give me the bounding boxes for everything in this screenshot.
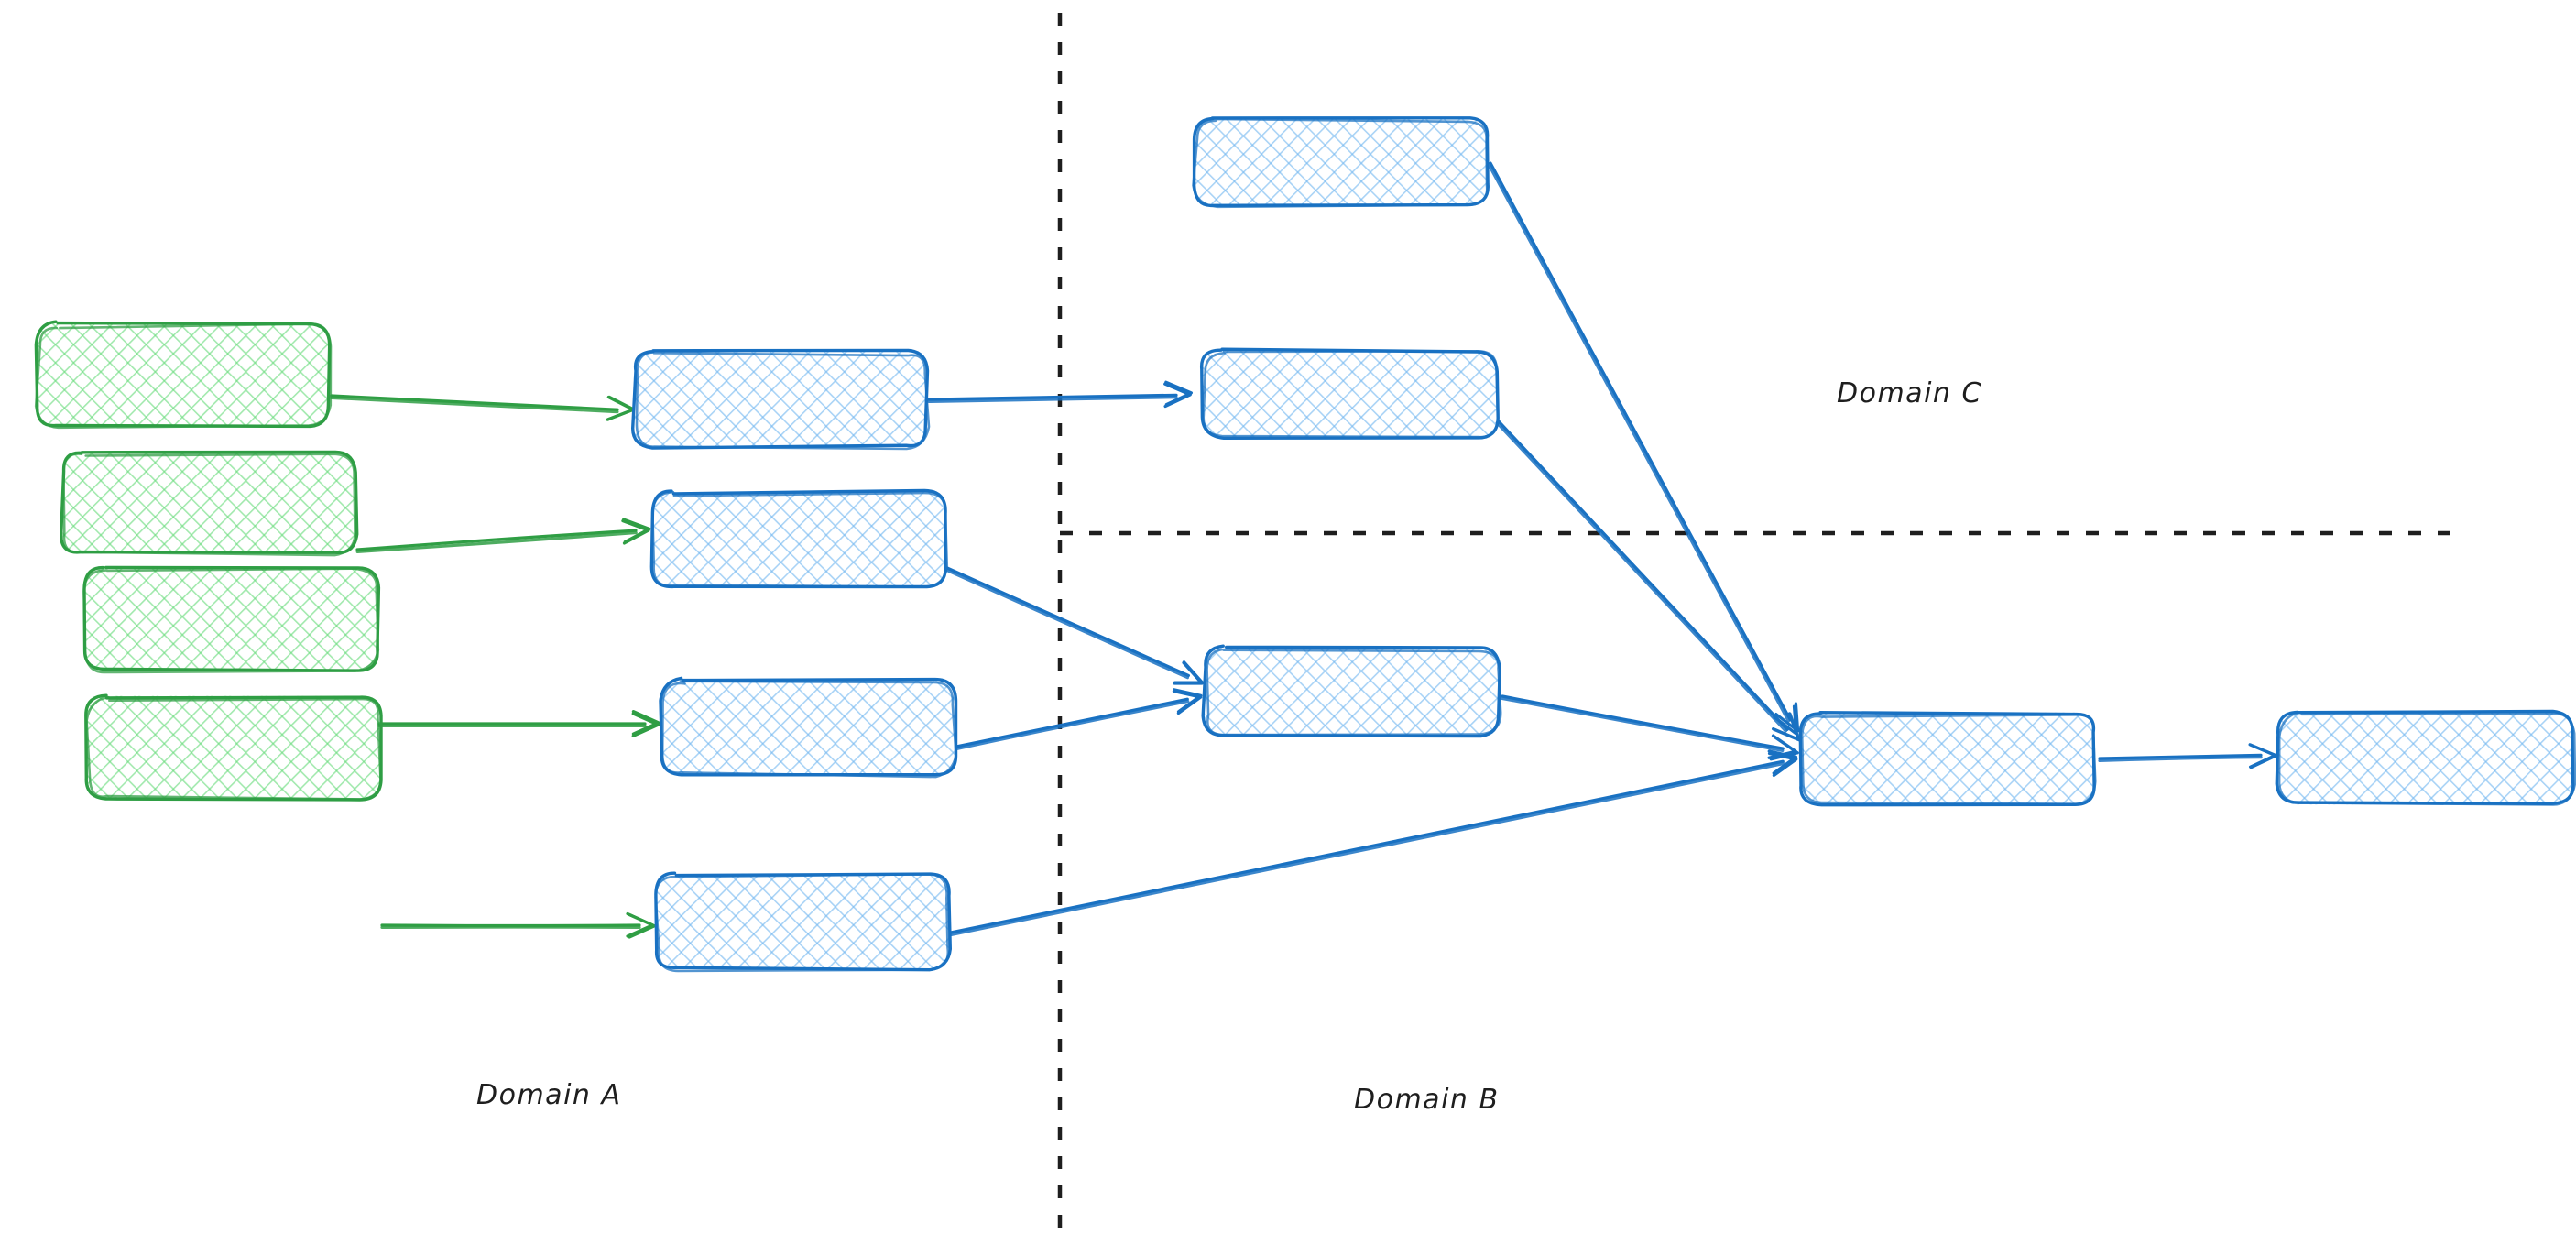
nodes-layer <box>34 116 2576 973</box>
node-c1[interactable] <box>1192 116 1490 209</box>
edge-a4-to-b4 <box>380 911 657 939</box>
node-d2[interactable] <box>2275 709 2576 806</box>
edge-c2-to-d1 <box>1495 420 1801 742</box>
node-b4[interactable] <box>654 871 952 973</box>
node-b3[interactable] <box>659 676 958 779</box>
node-a1[interactable] <box>34 320 333 430</box>
node-a2[interactable] <box>59 450 359 557</box>
edge-d1-to-d2 <box>2098 743 2278 769</box>
edge-a1-to-b1 <box>330 394 636 421</box>
edges-layer <box>330 161 2278 939</box>
node-c2[interactable] <box>1200 347 1500 440</box>
edge-c1-to-d1 <box>1487 161 1800 736</box>
edge-b3-to-c3 <box>955 688 1203 750</box>
domain-label-b: Domain B <box>1354 1084 1500 1116</box>
edge-c3-to-d1 <box>1501 694 1799 761</box>
node-a4[interactable] <box>84 693 383 802</box>
node-c3[interactable] <box>1201 644 1502 738</box>
domain-label-c: Domain C <box>1837 377 1982 409</box>
node-d1[interactable] <box>1798 711 2097 807</box>
edge-a3-to-b3 <box>377 710 660 737</box>
edge-b1-to-c2 <box>927 380 1193 409</box>
domain-label-a: Domain A <box>476 1079 622 1111</box>
dividers-layer <box>1057 13 2466 1244</box>
edge-b4-to-d1 <box>949 749 1798 936</box>
edge-b2-to-c3 <box>944 566 1205 685</box>
node-b2[interactable] <box>649 488 949 589</box>
node-b1[interactable] <box>630 348 931 451</box>
node-a3[interactable] <box>82 565 381 674</box>
edge-a2-to-b2 <box>355 518 651 553</box>
